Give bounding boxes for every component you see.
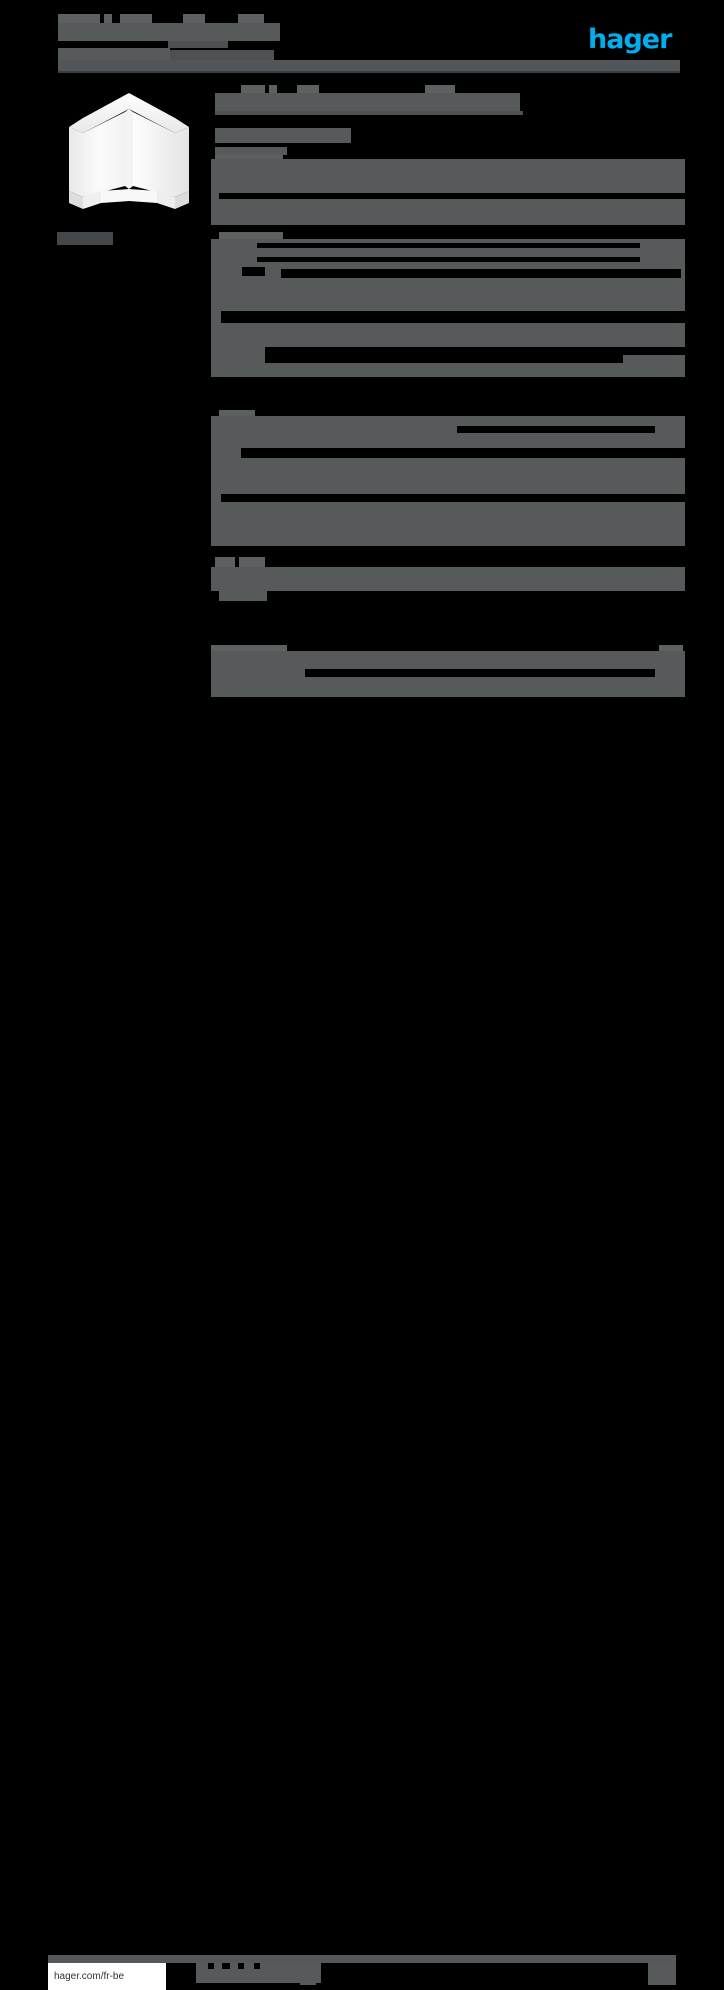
- section-title: [219, 232, 283, 239]
- section-row: [211, 567, 685, 591]
- title-fragment: [238, 14, 264, 23]
- spec-subheading: [215, 128, 351, 143]
- row-gap: [329, 193, 681, 199]
- footer-page-number: [648, 1963, 676, 1985]
- row-gap: [265, 311, 685, 323]
- section-row: [211, 281, 685, 311]
- row-gap: [241, 448, 685, 458]
- header-rule: [58, 60, 680, 71]
- footer-url-box[interactable]: hager.com/fr-be: [48, 1963, 166, 1990]
- section-body: [211, 159, 685, 193]
- row-bullet: [211, 448, 241, 458]
- footer-center-tail: [300, 1973, 316, 1985]
- title-fragment: [120, 14, 152, 23]
- page-header: hager: [0, 0, 724, 78]
- footer-gap: [208, 1963, 214, 1969]
- heading-fragment: [297, 85, 319, 93]
- heading-fragment: [425, 85, 455, 93]
- spec-heading: [215, 93, 520, 111]
- section-title: [659, 645, 683, 651]
- row-bullet: [211, 193, 219, 199]
- heading-fragment: [241, 85, 265, 93]
- row-bullet: [211, 311, 221, 323]
- section-row: [219, 591, 267, 601]
- title-main-line: [58, 23, 280, 41]
- trunking-corner-illustration: [69, 93, 189, 209]
- section-body: [211, 199, 685, 225]
- section-title: [215, 557, 235, 567]
- heading-underline: [215, 111, 523, 115]
- hager-logo: hager: [588, 24, 672, 55]
- section-rule: [215, 155, 283, 159]
- page-footer: hager.com/fr-be: [0, 975, 724, 1990]
- section-row: [211, 651, 685, 665]
- subtitle-fragment: [210, 41, 216, 48]
- subtitle-line: [58, 48, 170, 62]
- title-fragment: [58, 14, 100, 23]
- footer-gap: [254, 1963, 260, 1969]
- section-row: [211, 458, 685, 494]
- left-meta-label: [57, 232, 113, 245]
- row-bullet: [211, 494, 221, 502]
- row-gap: [257, 243, 640, 248]
- row-gap: [457, 426, 655, 433]
- row-gap: [281, 269, 681, 278]
- row-gap: [265, 494, 685, 502]
- footer-gap: [238, 1963, 244, 1969]
- subheading-underline: [215, 147, 287, 155]
- section-title: [239, 557, 265, 567]
- footer-gap: [222, 1963, 230, 1969]
- subtitle-fragment: [168, 41, 228, 48]
- product-image: [57, 85, 205, 210]
- row-gap: [265, 347, 685, 355]
- heading-fragment: [269, 85, 277, 93]
- section-title: [211, 645, 287, 651]
- row-gap: [242, 267, 265, 276]
- row-gap: [257, 257, 640, 262]
- footer-url[interactable]: hager.com/fr-be: [54, 1971, 125, 1982]
- title-fragment: [183, 14, 205, 23]
- row-gap: [265, 355, 623, 363]
- section-row: [211, 502, 685, 546]
- row-gap: [305, 669, 655, 677]
- footer-rule: [48, 1955, 676, 1963]
- header-rule-thin: [58, 71, 680, 73]
- title-fragment: [104, 14, 112, 23]
- reference-line: [170, 50, 274, 60]
- section-title: [219, 410, 255, 416]
